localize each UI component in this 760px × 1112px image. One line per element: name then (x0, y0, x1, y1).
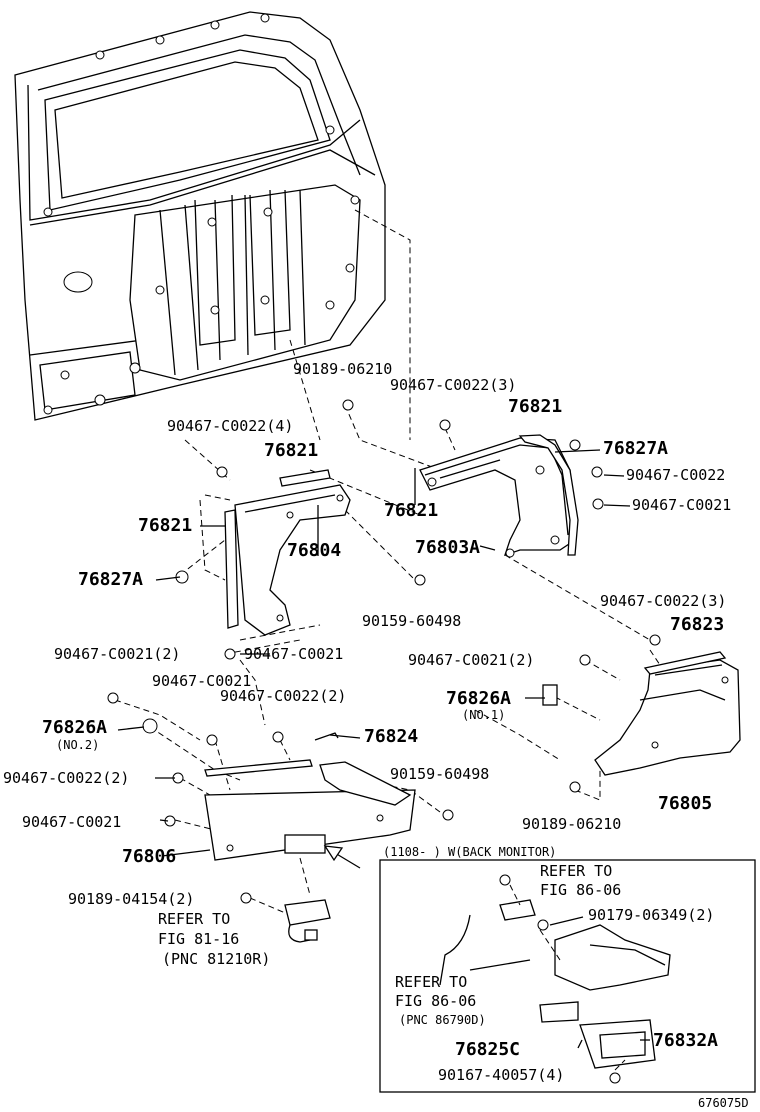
label-76805: 76805 (658, 793, 712, 814)
label-90467-C0021-2-right: 90467-C0021(2) (408, 651, 534, 669)
inset-90167-40057-4: 90167-40057(4) (438, 1066, 564, 1084)
back-monitor-inset (379, 859, 756, 1093)
trim-76805 (594, 651, 741, 776)
label-76823: 76823 (670, 614, 724, 635)
inset-pnc-86790D: (PNC 86790D) (399, 1013, 486, 1027)
label-76803A: 76803A (415, 537, 480, 558)
diagram-code: 676075D (698, 1096, 749, 1110)
label-leaders (117, 449, 650, 1049)
back-door-panel (14, 11, 386, 421)
trim-76803A (419, 434, 579, 558)
label-90467-C0021-low: 90467-C0021 (22, 813, 121, 831)
label-90189-06210-low: 90189-06210 (522, 815, 621, 833)
label-76821-center: 76821 (384, 500, 438, 521)
label-no1: (NO.1) (462, 708, 505, 722)
inset-refer-to-b: REFER TO (395, 973, 467, 991)
label-90467-C0021-2-left: 90467-C0021(2) (54, 645, 180, 663)
label-pnc-81210R: (PNC 81210R) (162, 950, 270, 968)
label-no2: (NO.2) (56, 738, 99, 752)
label-76827A-left: 76827A (78, 569, 143, 590)
label-76821-right: 76821 (508, 396, 562, 417)
label-76826A-no1: 76826A (446, 688, 511, 709)
label-90467-C0022-2-mid: 90467-C0022(2) (220, 687, 346, 705)
label-76821-mid: 76821 (264, 440, 318, 461)
inset-76825C: 76825C (455, 1039, 520, 1060)
label-76824: 76824 (364, 726, 418, 747)
label-76806: 76806 (122, 846, 176, 867)
label-90189-04154-2: 90189-04154(2) (68, 890, 194, 908)
inset-title: (1108- ) W(BACK MONITOR) (383, 845, 556, 859)
inset-fig-86-06-a: FIG 86-06 (540, 881, 621, 899)
inset-refer-to-a: REFER TO (540, 862, 612, 880)
fasteners (107, 399, 661, 904)
label-76827A-right: 76827A (603, 438, 668, 459)
label-90467-C0021-b: 90467-C0021 (152, 672, 251, 690)
inset-labels: (1108- ) W(BACK MONITOR) REFER TO FIG 86… (383, 845, 718, 1084)
label-90467-C0022-3-top: 90467-C0022(3) (390, 376, 516, 394)
label-76821-left: 76821 (138, 515, 192, 536)
label-fig-81-16: FIG 81-16 (158, 930, 239, 948)
label-90467-C0021-mid: 90467-C0021 (244, 645, 343, 663)
part-labels: 90189-06210 90467-C0022(3) 76821 76827A … (3, 360, 731, 968)
label-76826A-no2: 76826A (42, 717, 107, 738)
label-refer-to-1: REFER TO (158, 910, 230, 928)
label-90467-C0022-2-left: 90467-C0022(2) (3, 769, 129, 787)
label-76804: 76804 (287, 540, 341, 561)
switch-component (284, 899, 331, 943)
label-90467-C0022-3-right: 90467-C0022(3) (600, 592, 726, 610)
inset-fig-86-06-b: FIG 86-06 (395, 992, 476, 1010)
trim-76806 (204, 732, 416, 869)
label-90189-06210-top: 90189-06210 (293, 360, 392, 378)
trim-76804 (224, 469, 351, 636)
inset-76832A: 76832A (653, 1030, 718, 1051)
inset-90179-06349-2: 90179-06349(2) (588, 906, 714, 924)
label-90159-60498-low: 90159-60498 (390, 765, 489, 783)
label-90467-C0022-4: 90467-C0022(4) (167, 417, 293, 435)
label-90467-C0021-right: 90467-C0021 (632, 496, 731, 514)
label-90159-60498-mid: 90159-60498 (362, 612, 461, 630)
label-90467-C0022-right: 90467-C0022 (626, 466, 725, 484)
